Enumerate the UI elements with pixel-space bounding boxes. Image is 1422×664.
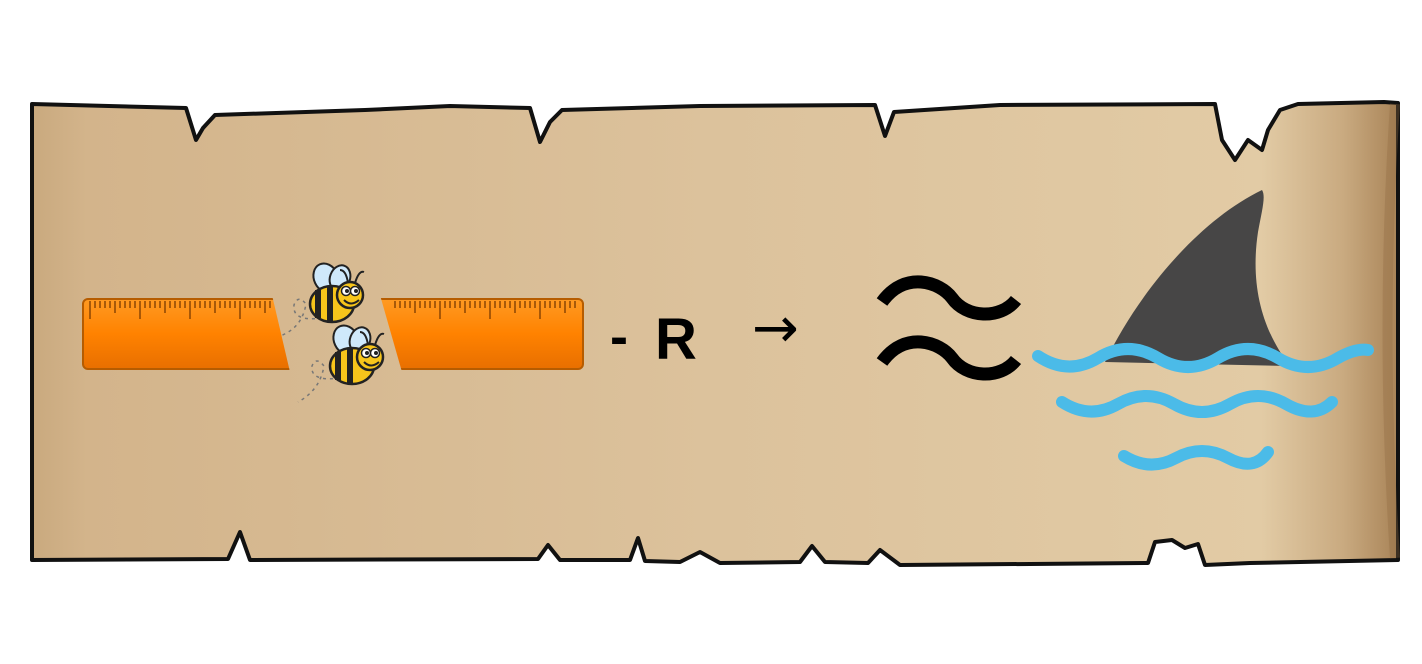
ruler-icon bbox=[82, 298, 584, 370]
approximately-equal-icon bbox=[876, 275, 1022, 381]
right-arrow-icon: → bbox=[752, 296, 799, 361]
bee-icon bbox=[279, 262, 365, 337]
parchment-scroll bbox=[30, 100, 1400, 567]
water-waves-icon bbox=[1032, 343, 1374, 471]
removed-letter: R bbox=[655, 307, 697, 372]
shark-fin-icon bbox=[1105, 190, 1290, 366]
minus-sign: - bbox=[610, 307, 628, 367]
bee-icon bbox=[297, 324, 385, 403]
two-bees-icon bbox=[279, 262, 385, 403]
